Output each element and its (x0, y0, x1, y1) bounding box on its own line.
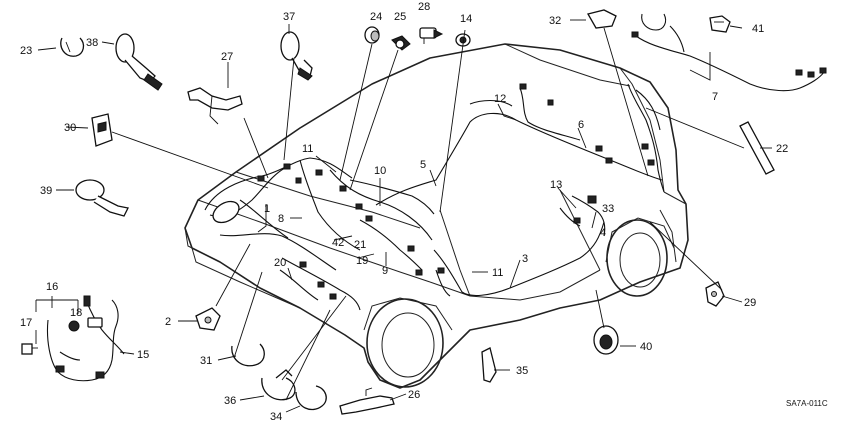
clip-29 (705, 281, 725, 307)
rear-harness-7 (631, 13, 827, 92)
callout-38: 38 (86, 37, 98, 49)
car-body-outline (184, 43, 689, 389)
callout-30: 30 (64, 122, 76, 134)
grommet-40 (593, 325, 619, 355)
band-clamp-37 (280, 31, 313, 81)
clip-35 (481, 347, 497, 383)
callout-23: 23 (20, 45, 32, 57)
harness-connectors (257, 83, 655, 300)
bracket-26 (339, 387, 395, 415)
callout-7: 7 (712, 91, 718, 103)
callout-9: 9 (382, 265, 388, 277)
callout-25: 25 (394, 11, 406, 23)
callout-32: 32 (549, 15, 561, 27)
band-clamp-38 (115, 33, 163, 91)
callout-21: 21 (354, 239, 366, 251)
callout-3: 3 (522, 253, 528, 265)
callout-36: 36 (224, 395, 236, 407)
callout-27: 27 (221, 51, 233, 63)
grommet-25 (391, 35, 411, 51)
clamp-31 (231, 343, 265, 367)
connector-2 (195, 307, 221, 331)
callout-10: 10 (374, 165, 386, 177)
callout-11-front: 11 (302, 143, 313, 155)
callout-4: 4 (600, 227, 606, 239)
clip-part-23 (60, 37, 85, 57)
callout-33: 33 (602, 203, 614, 215)
cover-32 (587, 9, 617, 29)
callout-20: 20 (274, 257, 286, 269)
callout-34: 34 (270, 411, 282, 423)
junction-box-30 (91, 113, 113, 147)
callout-35: 35 (516, 365, 528, 377)
callout-labels: 1 2 3 4 5 6 7 8 9 10 11 11 12 13 14 15 1… (20, 1, 828, 423)
callout-14: 14 (460, 13, 472, 25)
grommet-24 (364, 26, 380, 44)
drawing-code: SA7A-011C (786, 399, 828, 408)
nut-18 (68, 320, 80, 332)
callout-15: 15 (137, 349, 149, 361)
callout-37: 37 (283, 11, 295, 23)
callout-40: 40 (640, 341, 652, 353)
callout-11-rear: 11 (492, 267, 503, 279)
headlight-assembly (212, 200, 240, 224)
grommet-14 (455, 33, 471, 47)
callout-26: 26 (408, 389, 420, 401)
callout-42: 42 (332, 237, 344, 249)
relay-28 (419, 27, 444, 44)
band-clamp-39 (75, 179, 129, 217)
rear-wheel (605, 217, 675, 297)
callout-22: 22 (776, 143, 788, 155)
callout-16: 16 (46, 281, 58, 293)
clip-41 (709, 15, 731, 33)
leader-lines (35, 19, 772, 413)
callout-5: 5 (420, 159, 426, 171)
clamp-36 (261, 369, 296, 401)
callout-41: 41 (752, 23, 764, 35)
connector-17 (21, 343, 38, 355)
callout-28: 28 (418, 1, 430, 13)
main-wire-harness (204, 83, 665, 311)
callout-1: 1 (264, 203, 270, 215)
clamp-34 (295, 385, 327, 411)
callout-12: 12 (494, 93, 506, 105)
callout-17: 17 (20, 317, 32, 329)
callout-29: 29 (744, 297, 756, 309)
callout-31: 31 (200, 355, 212, 367)
bracket-27 (187, 87, 243, 125)
callout-6: 6 (578, 119, 584, 131)
callout-2: 2 (165, 316, 171, 328)
trim-strip-22 (739, 121, 775, 175)
callout-39: 39 (40, 185, 52, 197)
callout-24: 24 (370, 11, 382, 23)
callout-8: 8 (278, 213, 284, 225)
callout-19: 19 (356, 255, 368, 267)
callout-18: 18 (70, 307, 82, 319)
sub-harness-15 (46, 295, 125, 382)
callout-13: 13 (550, 179, 562, 191)
front-wheel (363, 297, 453, 388)
